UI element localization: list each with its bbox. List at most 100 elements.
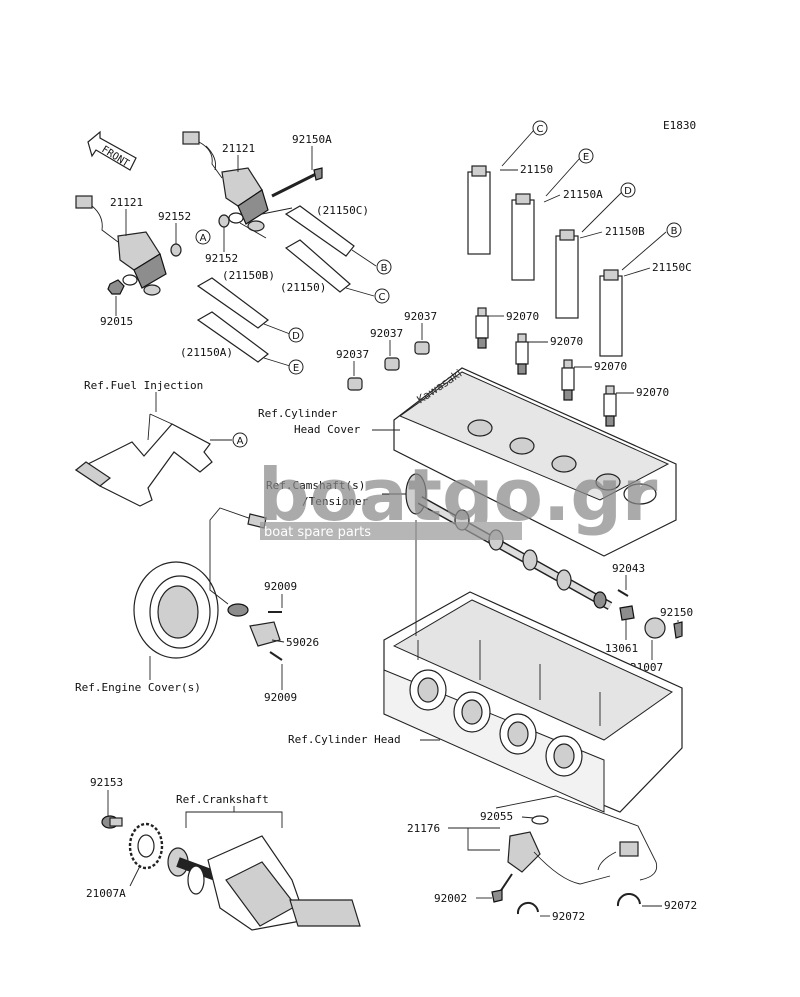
label-92070-1: 92070 (506, 310, 539, 323)
label-21121-lower: 21121 (110, 196, 143, 209)
label-92037-b: 92037 (370, 327, 403, 340)
svg-text:C: C (537, 124, 544, 135)
label-21150B-paren: (21150B) (222, 269, 275, 282)
cam-position-sensor (491, 815, 639, 903)
label-92153: 92153 (90, 776, 123, 789)
plug-cap-21150B-left (196, 277, 291, 335)
callout-B-right: B (666, 222, 682, 238)
bolt-13061 (619, 605, 635, 621)
watermark: boatgo.gr boat spare parts (258, 453, 658, 540)
plug-cap-21150A-right (511, 157, 581, 281)
nut-92015 (107, 279, 125, 295)
plug-cap-21150B-right (555, 191, 623, 319)
callout-D-right: D (620, 182, 636, 198)
label-21007A: 21007A (86, 887, 126, 900)
label-92070-3: 92070 (594, 360, 627, 373)
watermark-band (260, 522, 522, 540)
svg-text:C: C (379, 292, 386, 303)
svg-text:D: D (624, 186, 632, 197)
spark-plug-2 (515, 333, 529, 375)
label-21176: 21176 (407, 822, 440, 835)
ref-cylinder-head-cover-1: Ref.Cylinder (258, 407, 338, 420)
diagram-code: E1830 (663, 119, 696, 132)
spark-plug-4 (603, 385, 617, 427)
label-92072-right: 92072 (664, 899, 697, 912)
label-92015: 92015 (100, 315, 133, 328)
pickup-coil-59026 (249, 621, 281, 647)
svg-text:E: E (293, 363, 299, 374)
plug-cap-21150A-left (196, 311, 291, 367)
spark-plug-3 (561, 359, 575, 401)
ref-fuel-injection: Ref.Fuel Injection (84, 379, 203, 392)
ref-cylinder-head: Ref.Cylinder Head (288, 733, 401, 746)
callout-C-right: C (532, 120, 548, 136)
label-92002: 92002 (434, 892, 467, 905)
label-92009-lower: 92009 (264, 691, 297, 704)
callout-B-left: B (376, 259, 392, 275)
svg-text:D: D (292, 331, 300, 342)
crankshaft (167, 835, 361, 931)
ref-cylinder-head-cover-2: Head Cover (294, 423, 361, 436)
callout-E-left: E (288, 359, 304, 375)
grommet-92037-a (414, 341, 430, 355)
front-arrow-icon: FRONT (87, 130, 137, 171)
label-92037-c: 92037 (336, 348, 369, 361)
plug-cap-21150-right (467, 129, 535, 255)
ref-engine-cover: Ref.Engine Cover(s) (75, 681, 201, 694)
label-21150C-right: 21150C (652, 261, 692, 274)
grommet-92037-b (384, 357, 400, 371)
pin-92043 (617, 589, 629, 597)
engine-cover-ring (133, 561, 219, 659)
ref-camshaft-2: /Tensioner (302, 495, 369, 508)
label-92152-upper: 92152 (205, 252, 238, 265)
label-21150B-right: 21150B (605, 225, 645, 238)
clamp-92072-left (516, 902, 539, 915)
callout-C-left: C (374, 288, 390, 304)
label-92070-2: 92070 (550, 335, 583, 348)
callout-D-left: D (288, 327, 304, 343)
svg-text:E: E (583, 152, 589, 163)
label-92070-4: 92070 (636, 386, 669, 399)
plug-cap-21150-left (284, 239, 375, 297)
plug-cap-21150C-right (599, 231, 667, 357)
svg-text:A: A (237, 436, 244, 447)
bolt-92153 (101, 815, 123, 829)
bolt-92150 (673, 621, 683, 639)
label-92037-a: 92037 (404, 310, 437, 323)
label-21150C-paren: (21150C) (316, 204, 369, 217)
label-21150-paren: (21150) (280, 281, 326, 294)
fuel-injection-bracket (74, 413, 213, 507)
label-13061: 13061 (605, 642, 638, 655)
label-92152-lower: 92152 (158, 210, 191, 223)
label-21150A-right: 21150A (563, 188, 603, 201)
svg-text:A: A (200, 233, 207, 244)
cylinder-head (383, 591, 683, 813)
label-92055: 92055 (480, 810, 513, 823)
plug-cap-21150C-left (284, 205, 377, 267)
pickup-wire (209, 507, 261, 605)
collar-92152-lower (170, 243, 182, 257)
ignition-coil-lower (75, 195, 167, 296)
svg-text:B: B (671, 226, 678, 237)
spark-plug-1 (475, 307, 489, 349)
callout-A-upper: A (195, 229, 211, 245)
label-92072-left: 92072 (552, 910, 585, 923)
label-92150A: 92150A (292, 133, 332, 146)
label-92009-upper: 92009 (264, 580, 297, 593)
label-92150: 92150 (660, 606, 693, 619)
timing-rotor-21007A (128, 822, 164, 870)
clamp-92072-right (616, 892, 641, 907)
rotor-21007 (644, 617, 666, 639)
label-21150A-paren: (21150A) (180, 346, 233, 359)
bolt-92150A (271, 167, 323, 198)
ref-camshaft-1: Ref.Camshaft(s) (266, 479, 365, 492)
callout-E-right: E (578, 148, 594, 164)
svg-text:B: B (381, 263, 388, 274)
label-59026: 59026 (286, 636, 319, 649)
watermark-tagline: boat spare parts (264, 525, 371, 540)
label-21150-right: 21150 (520, 163, 553, 176)
ref-crankshaft: Ref.Crankshaft (176, 793, 269, 806)
label-21121-upper: 21121 (222, 142, 255, 155)
